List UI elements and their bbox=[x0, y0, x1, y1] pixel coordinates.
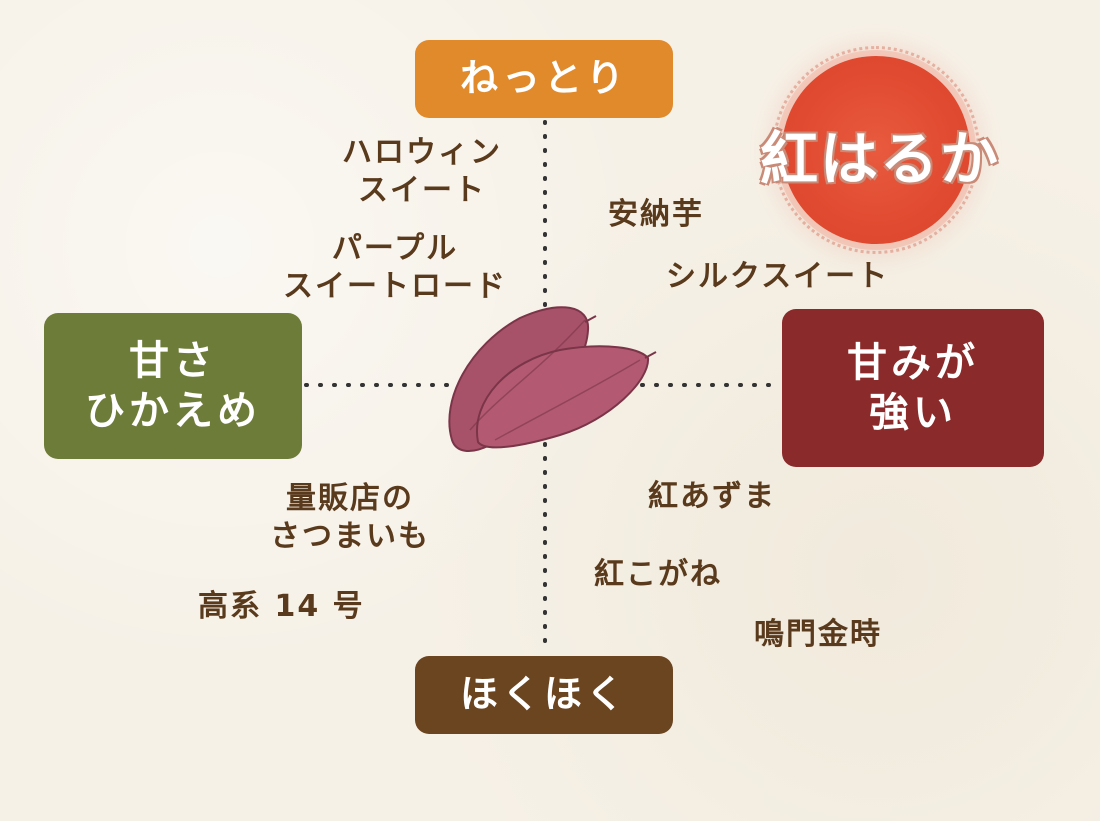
axis-label-top-text: ねっとり bbox=[459, 56, 628, 101]
highlight-circle bbox=[772, 46, 980, 254]
variety-purple-sweet-road: パープル スイートロード bbox=[250, 230, 540, 307]
variety-benihaaruka: 紅はるか bbox=[759, 125, 1000, 193]
sweet-potato-illustration bbox=[448, 306, 657, 452]
variety-benih-azuma: 紅あずま bbox=[648, 479, 776, 514]
variety-silk-sweet: シルクスイート bbox=[666, 259, 890, 294]
axis-label-right-line1: 甘みが bbox=[847, 340, 979, 386]
variety-naruto-kintoki: 鳴門金時 bbox=[754, 617, 882, 652]
axis-label-right: 甘みが 強い bbox=[782, 309, 1044, 467]
axis-label-left: 甘さ ひかえめ bbox=[44, 313, 302, 459]
variety-purple-line2: スイートロード bbox=[283, 269, 507, 305]
variety-benih-kogane: 紅こがね bbox=[594, 557, 722, 592]
variety-mass-market: 量販店の さつまいも bbox=[250, 480, 450, 557]
axis-label-bottom-text: ほくほく bbox=[459, 672, 628, 717]
variety-halloween-line2: スイート bbox=[358, 173, 486, 209]
axis-label-left-line2: ひかえめ bbox=[85, 388, 261, 434]
variety-annou: 安納芋 bbox=[608, 197, 704, 232]
axis-label-right-line2: 強い bbox=[869, 390, 957, 436]
axis-label-bottom: ほくほく bbox=[415, 656, 673, 734]
axis-label-top: ねっとり bbox=[415, 40, 673, 118]
variety-halloween-line1: ハロウィン bbox=[342, 135, 502, 170]
variety-mass-line2: さつまいも bbox=[270, 519, 430, 555]
variety-mass-line1: 量販店の bbox=[286, 481, 414, 516]
variety-purple-line1: パープル bbox=[331, 231, 459, 266]
variety-kokei-14: 高系 14 号 bbox=[198, 589, 365, 624]
variety-halloween-sweet: ハロウィン スイート bbox=[312, 134, 532, 211]
axis-label-left-line1: 甘さ bbox=[129, 338, 217, 384]
